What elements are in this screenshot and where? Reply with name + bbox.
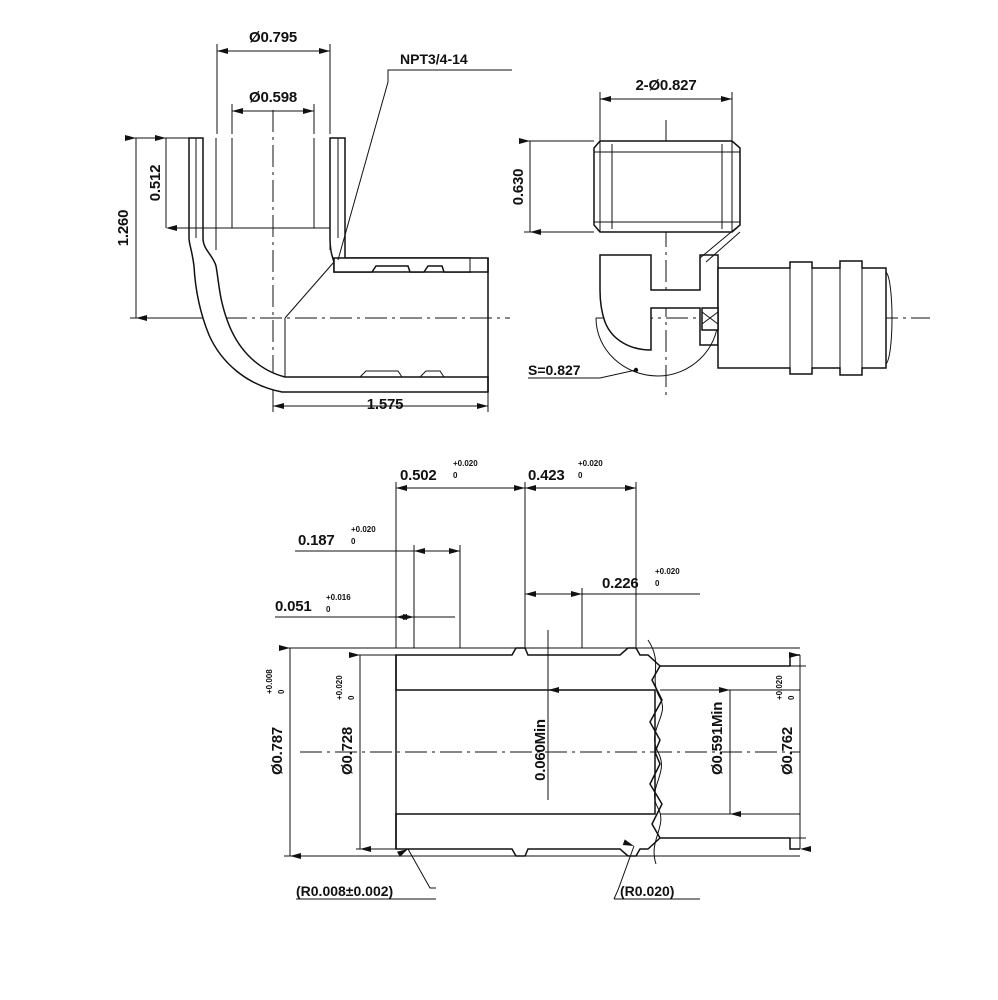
dim-detail-e-tol-lower: 0: [655, 579, 660, 588]
view-side: [593, 120, 930, 400]
dim-detail-d-tol-upper: +0.020: [578, 459, 603, 468]
label-radius-large: (R0.020): [620, 883, 674, 899]
dim-detail-od-barb-tol-upper: +0.020: [335, 675, 344, 700]
label-npt-thread: NPT3/4-14: [400, 51, 468, 67]
dimension-inner-diameter-front: Ø0.598: [231, 89, 315, 134]
dim-detail-a-tol-upper: +0.016: [326, 593, 351, 602]
dim-detail-a-tol-lower: 0: [326, 605, 331, 614]
dim-detail-od-tail-value: Ø0.762: [779, 727, 796, 775]
dimension-overall-length: 1.575: [272, 392, 489, 413]
dim-detail-od-flange-value: Ø0.787: [269, 727, 286, 775]
barb-tail-side: [701, 260, 893, 376]
dim-inner-diameter-label: Ø0.598: [249, 89, 297, 106]
dim-overall-height-label: 1.260: [115, 210, 132, 247]
callout-radius-large: (R0.020): [613, 839, 700, 900]
dim-detail-d-tol-lower: 0: [578, 471, 583, 480]
dim-detail-bore-label: Ø0.591Min: [709, 702, 726, 775]
dim-detail-b-tol-upper: +0.020: [351, 525, 376, 534]
dimension-overall-height: 1.260: [115, 135, 190, 321]
dim-detail-d-value: 0.423: [528, 467, 565, 484]
dim-detail-a-value: 0.051: [275, 598, 312, 615]
dim-detail-e-value: 0.226: [602, 575, 639, 592]
dim-detail-od-tail-tol-upper: +0.020: [775, 675, 784, 700]
dimension-detail-wall: 0.060Min: [532, 630, 559, 800]
detail-wall-lower: [395, 751, 663, 857]
barb-ridge-bottom: [359, 370, 445, 378]
dim-detail-c-value: 0.502: [400, 467, 437, 484]
detail-wall-upper: [395, 647, 663, 753]
callout-radius-small: (R0.008±0.002): [296, 848, 436, 900]
dim-overall-length-label: 1.575: [367, 396, 404, 413]
dimension-hex-height: 0.630: [510, 138, 594, 235]
callout-hex-flats: S=0.827: [528, 362, 639, 379]
dim-detail-b-value: 0.187: [298, 532, 335, 549]
dim-detail-od-tail-tol-lower: 0: [787, 695, 796, 700]
dim-detail-e-tol-upper: +0.020: [655, 567, 680, 576]
dimension-detail-b: 0.187 +0.020 0: [295, 525, 461, 648]
dim-hex-across-label: 2-Ø0.827: [636, 77, 697, 94]
view-front-section: [188, 110, 510, 400]
dim-detail-wall-label: 0.060Min: [532, 719, 549, 781]
dim-detail-od-flange-tol-lower: 0: [277, 689, 286, 694]
callout-npt-thread: NPT3/4-14: [337, 51, 512, 261]
dimension-detail-d: 0.423 +0.020 0: [525, 459, 637, 648]
elbow-body-section: [188, 137, 489, 393]
hex-head-side: [593, 140, 741, 233]
dimension-detail-od-flange: Ø0.787 +0.008 0: [265, 645, 301, 859]
view-detail-barb: [300, 639, 800, 865]
break-line: [647, 639, 663, 865]
dim-outer-diameter-label: Ø0.795: [249, 29, 297, 46]
dim-detail-od-barb-value: Ø0.728: [339, 727, 356, 775]
dimension-outer-diameter-front: Ø0.795: [216, 29, 331, 134]
label-radius-small: (R0.008±0.002): [296, 883, 393, 899]
dim-detail-od-barb-tol-lower: 0: [347, 695, 356, 700]
dim-detail-b-tol-lower: 0: [351, 537, 356, 546]
dimension-detail-od-barb: Ø0.728 +0.020 0: [335, 652, 396, 852]
dimension-detail-a: 0.051 +0.016 0: [275, 593, 455, 648]
label-hex-flats: S=0.827: [528, 362, 581, 378]
dim-detail-c-tol-upper: +0.020: [453, 459, 478, 468]
dimension-detail-bore: Ø0.591Min: [660, 687, 741, 817]
dim-detail-od-flange-tol-upper: +0.008: [265, 669, 274, 694]
dimension-thread-length: 0.512: [147, 135, 189, 231]
dimension-hex-across: 2-Ø0.827: [599, 77, 733, 141]
dimension-detail-e: 0.226 +0.020 0: [524, 567, 700, 648]
dimension-detail-od-tail: Ø0.762 +0.020 0: [775, 652, 811, 852]
dim-thread-length-label: 0.512: [147, 165, 164, 202]
dim-hex-height-label: 0.630: [510, 169, 527, 206]
dim-detail-c-tol-lower: 0: [453, 471, 458, 480]
